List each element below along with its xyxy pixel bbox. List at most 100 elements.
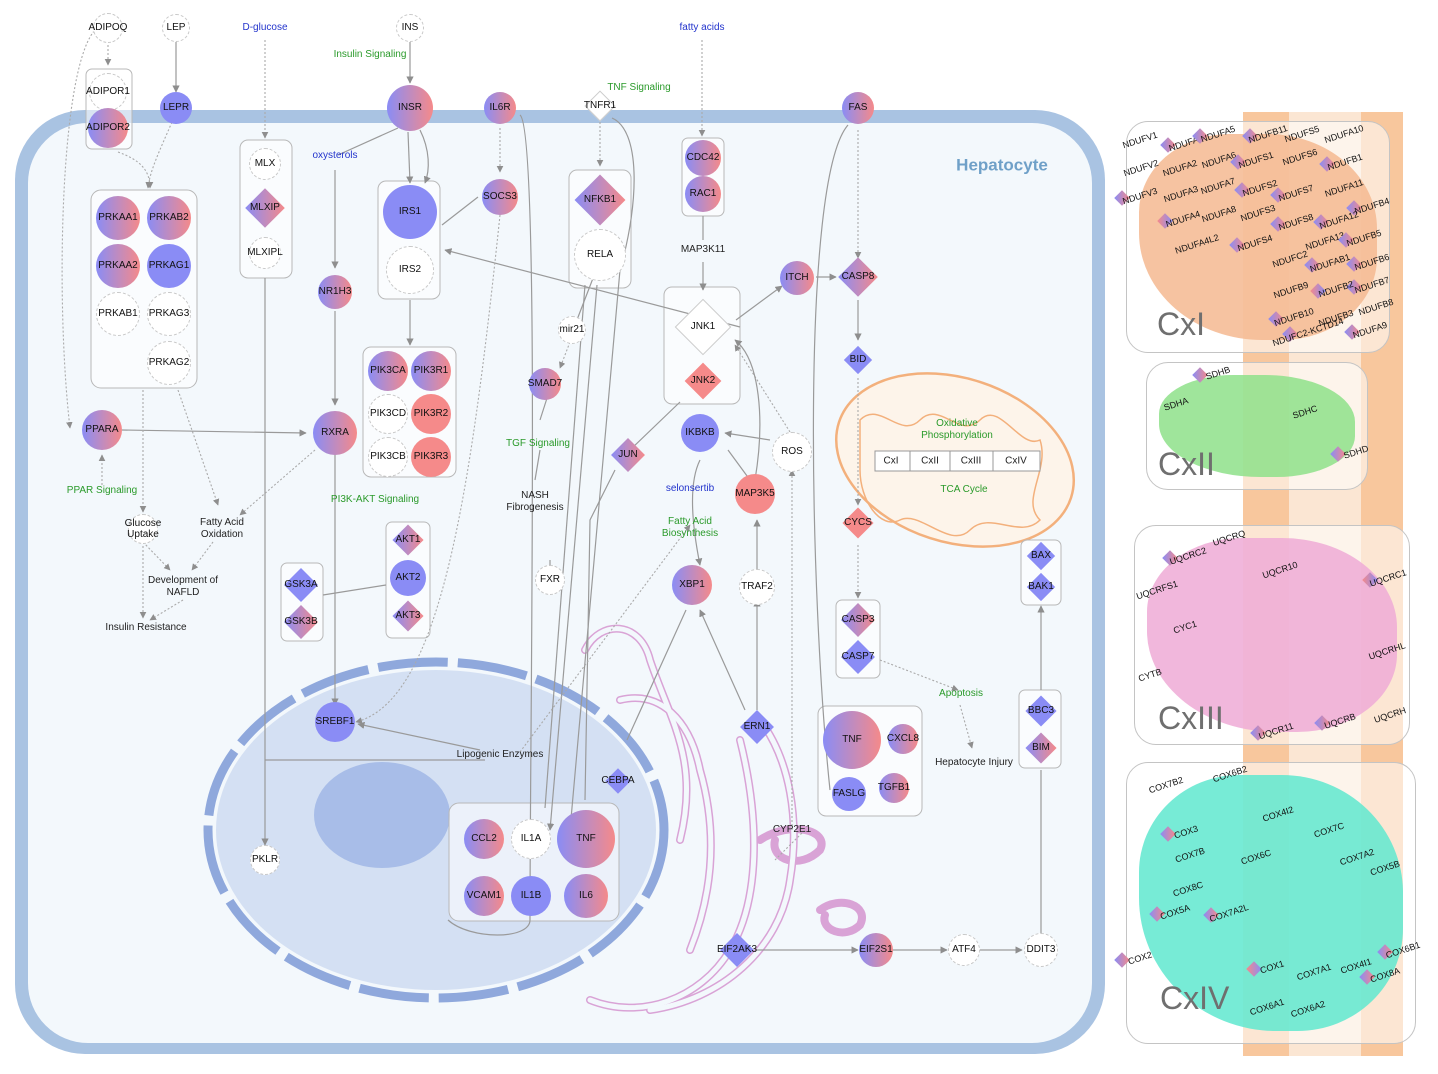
node-il6r[interactable]: IL6R <box>484 92 516 124</box>
node-rela[interactable]: RELA <box>574 229 626 281</box>
node-eif2s1[interactable]: EIF2S1 <box>859 933 893 967</box>
node-label: BBC3 <box>1027 705 1055 717</box>
node-adipor2[interactable]: ADIPOR2 <box>86 108 130 148</box>
node-akt2[interactable]: AKT2 <box>390 560 426 596</box>
node-prkab2[interactable]: PRKAB2 <box>147 196 191 240</box>
node-pik3cb[interactable]: PIK3CB <box>368 437 408 477</box>
node-bim[interactable]: BIM <box>1025 732 1057 764</box>
node-srebf1[interactable]: SREBF1 <box>315 702 355 742</box>
node-akt3[interactable]: AKT3 <box>392 600 424 632</box>
node-map3k5[interactable]: MAP3K5 <box>735 474 775 514</box>
node-tnf_nuc[interactable]: TNF <box>557 810 615 868</box>
node-ros[interactable]: ROS <box>772 432 812 472</box>
node-label: MLXIP <box>249 202 280 214</box>
node-jnk1[interactable]: JNK1 <box>674 298 732 356</box>
complex-box-cxiii <box>1134 525 1410 745</box>
label-fatty_acids: fatty acids <box>679 22 725 33</box>
node-bbc3[interactable]: BBC3 <box>1025 695 1057 727</box>
node-adipor1[interactable]: ADIPOR1 <box>86 73 130 111</box>
node-il1b[interactable]: IL1B <box>511 876 551 916</box>
node-fxr[interactable]: FXR <box>535 565 565 595</box>
nucleolus <box>314 762 450 868</box>
node-rxra[interactable]: RXRA <box>313 411 357 455</box>
node-mir21[interactable]: mir21 <box>558 316 586 344</box>
node-eif2ak3[interactable]: EIF2AK3 <box>717 933 757 967</box>
node-label: JNK2 <box>690 375 716 387</box>
complex-structure-blob <box>1147 538 1397 732</box>
node-prkag3[interactable]: PRKAG3 <box>147 292 191 336</box>
node-prkab1[interactable]: PRKAB1 <box>96 292 140 336</box>
node-tnf_big[interactable]: TNF <box>823 711 881 769</box>
node-bax[interactable]: BAX <box>1026 541 1056 571</box>
node-faslg[interactable]: FASLG <box>832 777 866 811</box>
node-prkag2[interactable]: PRKAG2 <box>147 341 191 385</box>
node-irs1[interactable]: IRS1 <box>383 185 437 239</box>
node-lepr[interactable]: LEPR <box>160 92 192 124</box>
node-jun[interactable]: JUN <box>611 438 645 472</box>
node-tnfr1[interactable]: TNFR1 <box>583 90 617 122</box>
node-mlxip[interactable]: MLXIP <box>245 188 285 228</box>
node-socs3[interactable]: SOCS3 <box>482 179 518 215</box>
node-pik3r3[interactable]: PIK3R3 <box>411 437 451 477</box>
node-ppara[interactable]: PPARA <box>82 410 122 450</box>
node-ins[interactable]: INS <box>396 14 424 42</box>
node-nfkb1[interactable]: NFKB1 <box>574 174 626 226</box>
node-ern1[interactable]: ERN1 <box>740 710 774 744</box>
label-fa_biosynthesis: Fatty Acid Biosynthesis <box>661 516 719 539</box>
node-traf2[interactable]: TRAF2 <box>739 569 775 605</box>
node-label: TNFR1 <box>583 100 617 112</box>
cell-title: Hepatocyte <box>956 155 1048 174</box>
node-casp8[interactable]: CASP8 <box>838 257 878 297</box>
node-pik3r2[interactable]: PIK3R2 <box>411 394 451 434</box>
node-gsk3a[interactable]: GSK3A <box>284 568 318 602</box>
node-mlxipl[interactable]: MLXIPL <box>247 237 283 269</box>
node-adipoq[interactable]: ADIPOQ <box>89 13 127 43</box>
node-bak1[interactable]: BAK1 <box>1026 572 1056 602</box>
node-label: CYCS <box>844 517 872 529</box>
node-smad7[interactable]: SMAD7 <box>528 368 562 400</box>
node-xbp1[interactable]: XBP1 <box>672 565 712 605</box>
node-insr[interactable]: INSR <box>387 85 433 131</box>
node-pik3ca[interactable]: PIK3CA <box>368 351 408 391</box>
node-prkag1[interactable]: PRKAG1 <box>147 244 191 288</box>
node-rac1[interactable]: RAC1 <box>685 176 721 212</box>
node-irs2[interactable]: IRS2 <box>386 246 434 294</box>
node-cxcl8[interactable]: CXCL8 <box>887 724 919 754</box>
node-nr1h3[interactable]: NR1H3 <box>318 275 352 309</box>
node-casp3[interactable]: CASP3 <box>841 603 875 637</box>
node-lep[interactable]: LEP <box>162 14 190 42</box>
node-cdc42[interactable]: CDC42 <box>685 140 721 176</box>
node-cycs[interactable]: CYCS <box>842 507 874 539</box>
node-atf4[interactable]: ATF4 <box>948 934 980 966</box>
label-tnf_signaling: TNF Signaling <box>607 82 671 93</box>
node-ddit3[interactable]: DDIT3 <box>1024 933 1058 967</box>
node-ikbkb[interactable]: IKBKB <box>681 414 719 452</box>
node-fas[interactable]: FAS <box>842 92 874 124</box>
node-il6[interactable]: IL6 <box>564 874 608 918</box>
node-pklr[interactable]: PKLR <box>250 845 280 875</box>
node-glucose_uptake[interactable]: Glucose Uptake <box>125 514 161 544</box>
node-cebpa[interactable]: CEBPA <box>601 768 635 794</box>
node-akt1[interactable]: AKT1 <box>392 524 424 556</box>
oxphos-cx2: CxII <box>921 456 939 467</box>
node-pik3cd[interactable]: PIK3CD <box>368 394 408 434</box>
node-jnk2[interactable]: JNK2 <box>684 362 722 400</box>
node-prkaa1[interactable]: PRKAA1 <box>96 196 140 240</box>
node-tgfb1[interactable]: TGFB1 <box>878 773 910 803</box>
node-label: CASP7 <box>841 651 875 663</box>
node-itch[interactable]: ITCH <box>780 261 814 295</box>
node-vcam1[interactable]: VCAM1 <box>464 876 504 916</box>
node-il1a[interactable]: IL1A <box>511 819 551 859</box>
node-ccl2[interactable]: CCL2 <box>464 819 504 859</box>
node-pik3r1[interactable]: PIK3R1 <box>411 351 451 391</box>
node-casp7[interactable]: CASP7 <box>841 640 875 674</box>
label-fa_oxidation: Fatty Acid Oxidation <box>200 517 244 540</box>
node-mlx[interactable]: MLX <box>249 148 281 180</box>
complex-box-cxii <box>1146 362 1368 490</box>
node-bid[interactable]: BID <box>843 345 873 375</box>
node-prkaa2[interactable]: PRKAA2 <box>96 244 140 288</box>
complex-structure-blob <box>1139 775 1403 1031</box>
node-label: NFKB1 <box>583 194 617 206</box>
node-label: JNK1 <box>690 321 716 333</box>
node-gsk3b[interactable]: GSK3B <box>284 605 318 639</box>
